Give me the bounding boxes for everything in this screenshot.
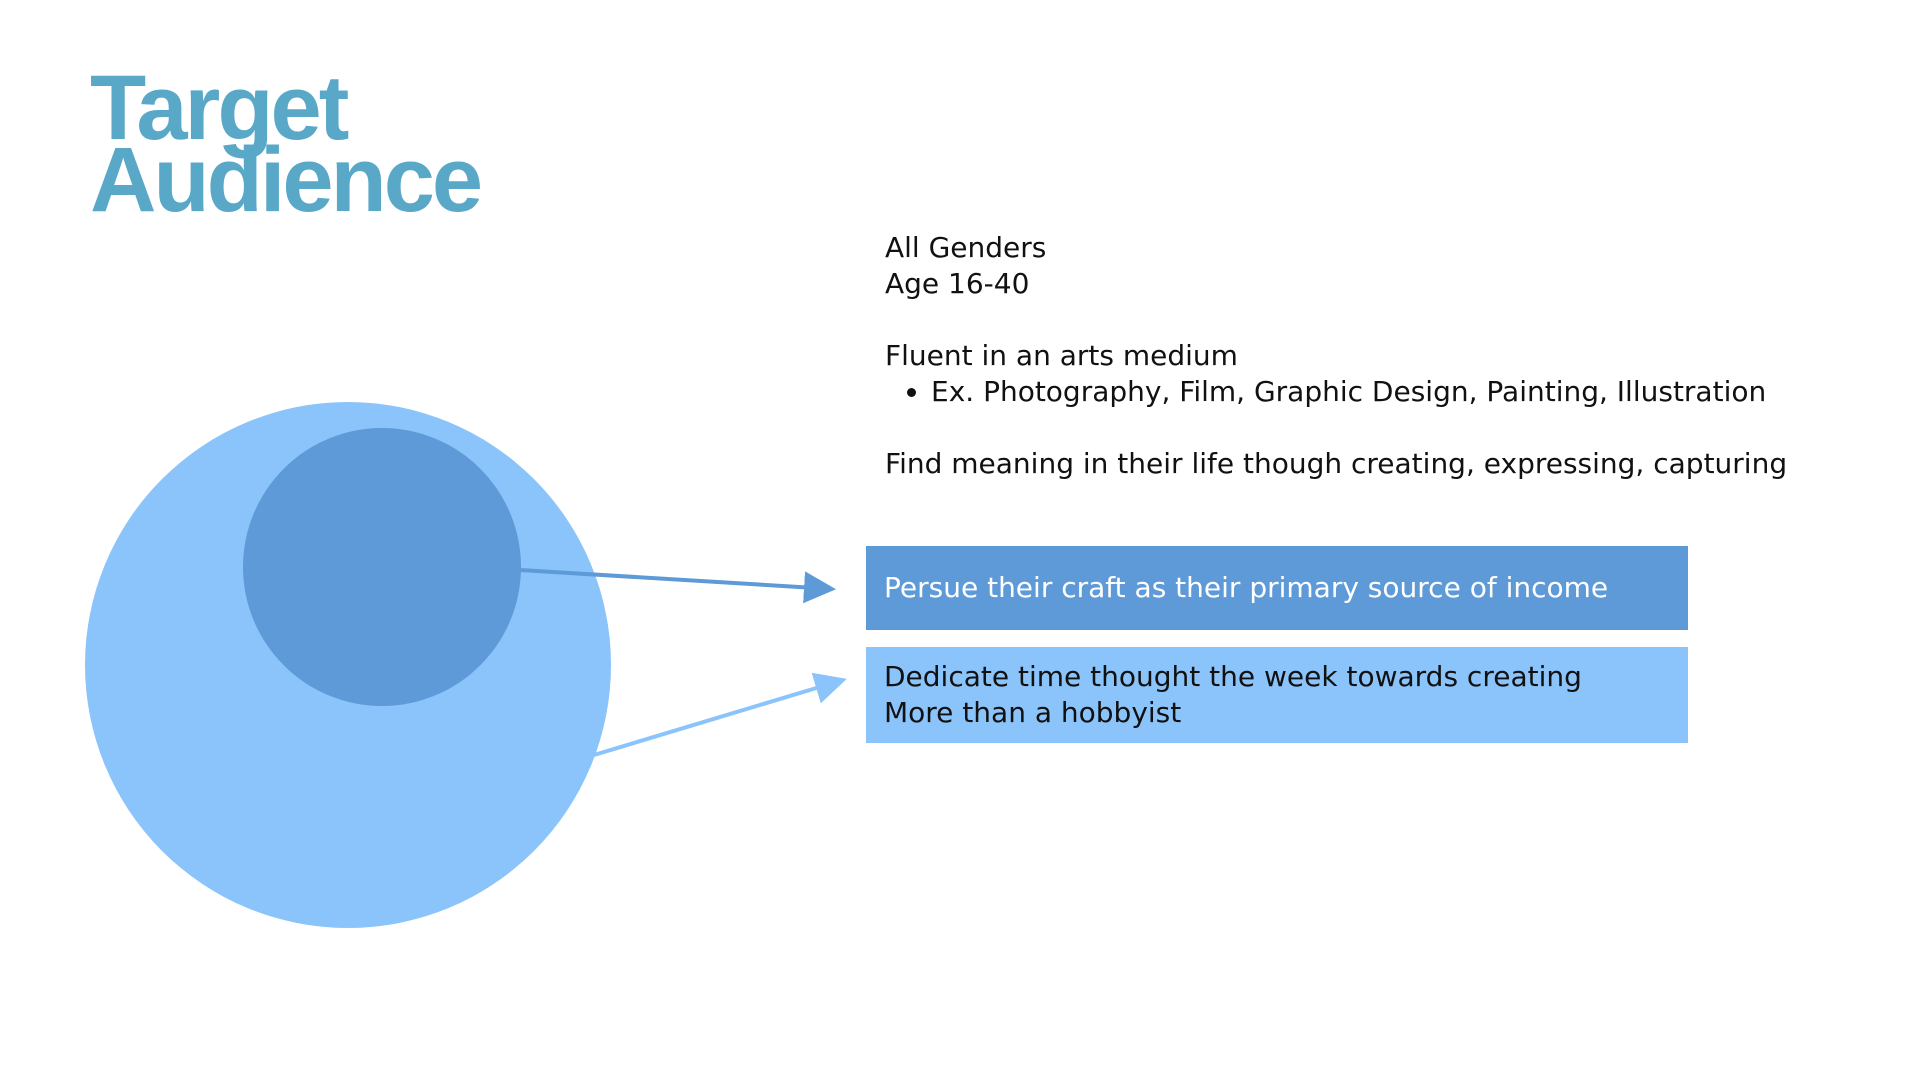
arrow-professional: [519, 568, 836, 604]
age-text: Age 16-40: [885, 267, 1030, 300]
professional-segment-box: Persue their craft as their primary sour…: [866, 546, 1688, 630]
demographics-text: All Genders Age 16-40 Fluent in an arts …: [885, 230, 1885, 482]
arrow-dedicated: [593, 672, 847, 757]
dedicated-segment-line-2: More than a hobbyist: [884, 696, 1182, 729]
medium-list-item: Ex. Photography, Film, Graphic Design, P…: [931, 374, 1885, 410]
dedicated-segment-line-1: Dedicate time thought the week towards c…: [884, 660, 1582, 693]
medium-heading: Fluent in an arts medium: [885, 339, 1238, 372]
gender-text: All Genders: [885, 231, 1047, 264]
dedicated-segment-box: Dedicate time thought the week towards c…: [866, 647, 1688, 743]
title-line-2: Audience: [90, 129, 483, 231]
meaning-text: Find meaning in their life though creati…: [885, 447, 1788, 480]
professional-segment-text: Persue their craft as their primary sour…: [884, 571, 1609, 604]
medium-list: Ex. Photography, Film, Graphic Design, P…: [885, 374, 1885, 410]
inner-circle: [243, 428, 521, 706]
page-title: Target Audience: [90, 57, 483, 231]
title-line-1: Target: [90, 57, 349, 159]
